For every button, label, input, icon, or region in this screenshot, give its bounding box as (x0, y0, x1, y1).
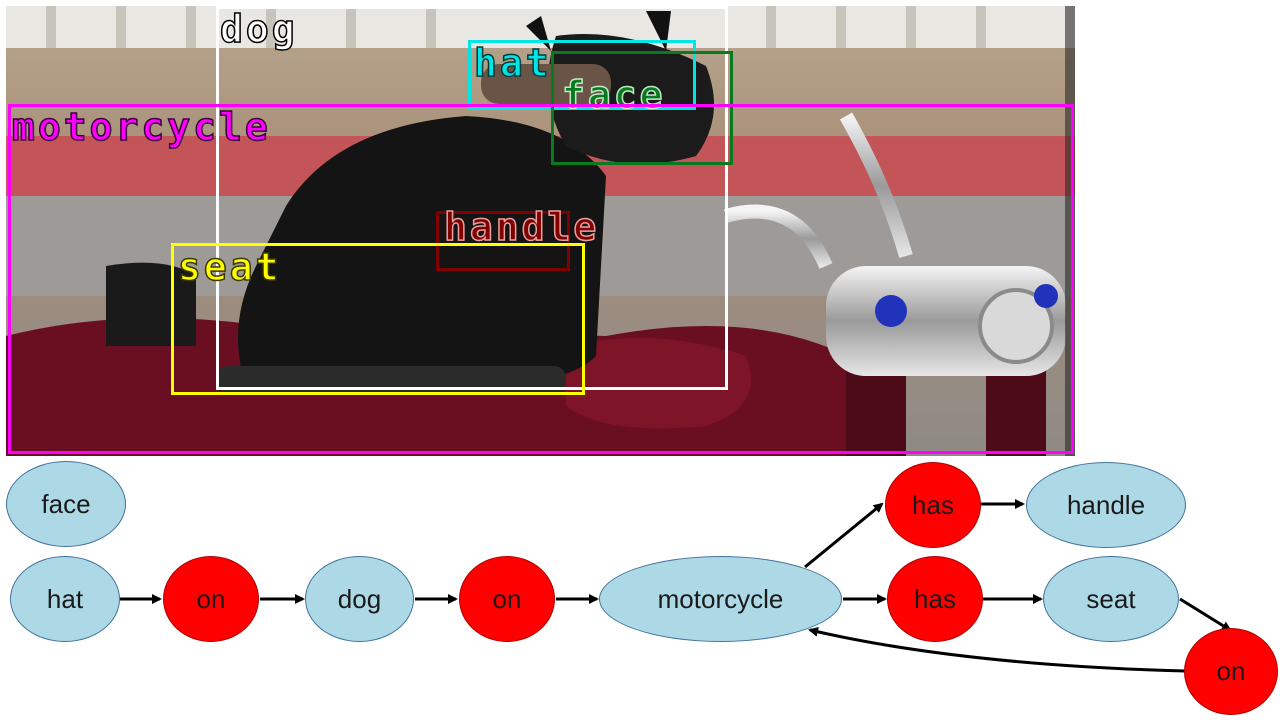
node-on-dog-motorcycle: on (459, 556, 555, 642)
edge-seat-on (1179, 597, 1232, 632)
node-on-seat-motorcycle: on (1184, 628, 1278, 715)
seat-bbox (171, 243, 585, 395)
node-has-handle: has (885, 462, 981, 548)
face-bbox-label: face (561, 73, 666, 117)
face-bbox (551, 51, 733, 165)
handle-bbox-label: handle (443, 205, 600, 249)
node-motorcycle: motorcycle (599, 556, 842, 642)
dog-bbox (216, 6, 728, 390)
handle-bbox (436, 211, 570, 271)
hat-bbox (468, 40, 696, 110)
node-seat: seat (1043, 556, 1179, 642)
node-hat: hat (10, 556, 120, 642)
node-face: face (6, 461, 126, 547)
node-has-seat: has (887, 556, 983, 642)
node-handle: handle (1026, 462, 1186, 548)
dog-body (238, 116, 606, 386)
node-on-hat-dog: on (163, 556, 259, 642)
node-dog: dog (305, 556, 414, 642)
hat-bbox-label: hat (473, 41, 552, 85)
photo-panel: dog hat face motorcycle handle seat (6, 6, 1075, 456)
edge-motorcycle-has-handle (804, 502, 884, 569)
motorcycle-bbox-label: motorcycle (11, 105, 271, 149)
motorcycle-bbox (8, 104, 1074, 454)
bandana (481, 64, 611, 104)
seat-bbox-label: seat (177, 245, 282, 289)
dog-bbox-label: dog (219, 7, 298, 51)
